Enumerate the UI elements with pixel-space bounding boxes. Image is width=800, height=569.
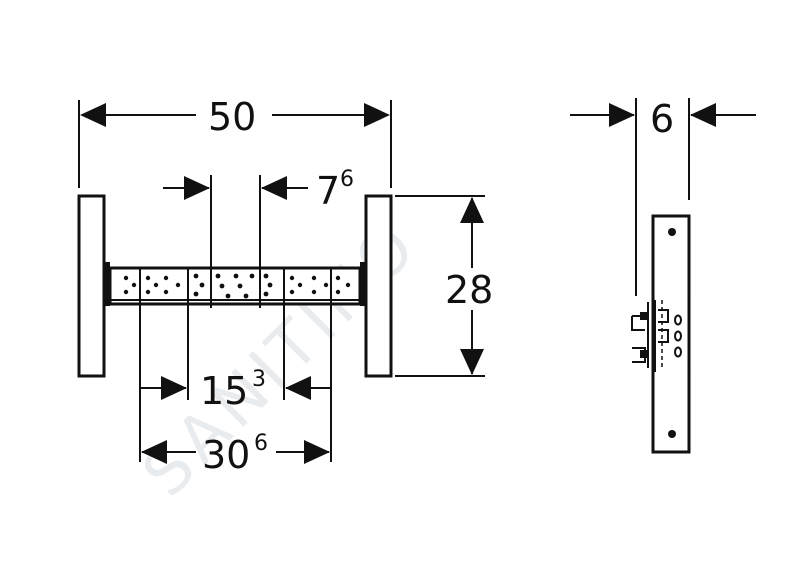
side-view <box>631 98 691 454</box>
dim-outer-span-label: 30 <box>202 433 250 477</box>
right-clip <box>360 262 366 306</box>
left-plate <box>77 194 106 378</box>
left-clip <box>104 262 110 306</box>
dim-height: 28 <box>445 197 493 375</box>
dim-inner-gap-sup: 6 <box>340 167 354 192</box>
dim-mid-span-label: 15 <box>200 369 248 413</box>
dim-mid-span-sup: 3 <box>252 367 266 392</box>
dim-total-width: 50 <box>80 95 390 139</box>
dim-total-width-label: 50 <box>208 95 256 139</box>
dim-depth-label: 6 <box>650 97 674 141</box>
side-rail-section <box>631 300 690 372</box>
perforated-rail <box>108 266 362 306</box>
dim-outer-span-sup: 6 <box>254 431 268 456</box>
dim-inner-gap-label: 7 <box>316 169 340 213</box>
front-view <box>77 100 485 462</box>
side-plate <box>651 214 691 454</box>
dim-outer-span: 30 6 <box>141 431 330 477</box>
dim-depth: 6 <box>570 97 756 141</box>
right-plate <box>364 194 393 378</box>
dim-height-label: 28 <box>445 268 493 312</box>
dim-inner-gap: 7 6 <box>163 167 354 213</box>
dim-mid-span: 15 3 <box>140 367 331 413</box>
bottom-screw-hole <box>668 430 676 438</box>
top-screw-hole <box>668 228 676 236</box>
